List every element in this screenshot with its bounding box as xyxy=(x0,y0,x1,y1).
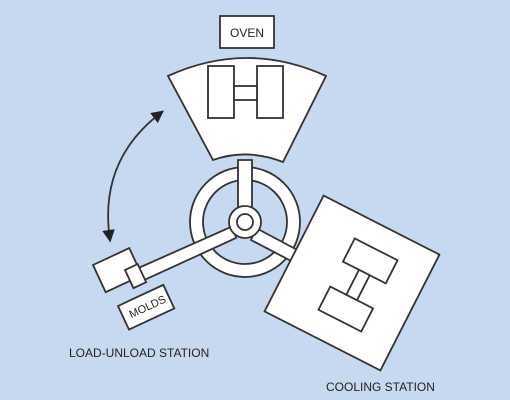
cooling-mold xyxy=(317,237,399,333)
cooling-station xyxy=(263,194,441,372)
arm-oven xyxy=(237,159,253,211)
center-hub xyxy=(228,205,262,239)
oven-label: OVEN xyxy=(230,26,264,40)
oven-label-box: OVEN xyxy=(219,15,275,49)
rotation-arrow xyxy=(102,110,165,243)
oven-mold xyxy=(207,65,284,119)
load-unload-station-label: LOAD-UNLOAD STATION xyxy=(69,346,209,360)
cooling-station-label: COOLING STATION xyxy=(326,380,435,394)
